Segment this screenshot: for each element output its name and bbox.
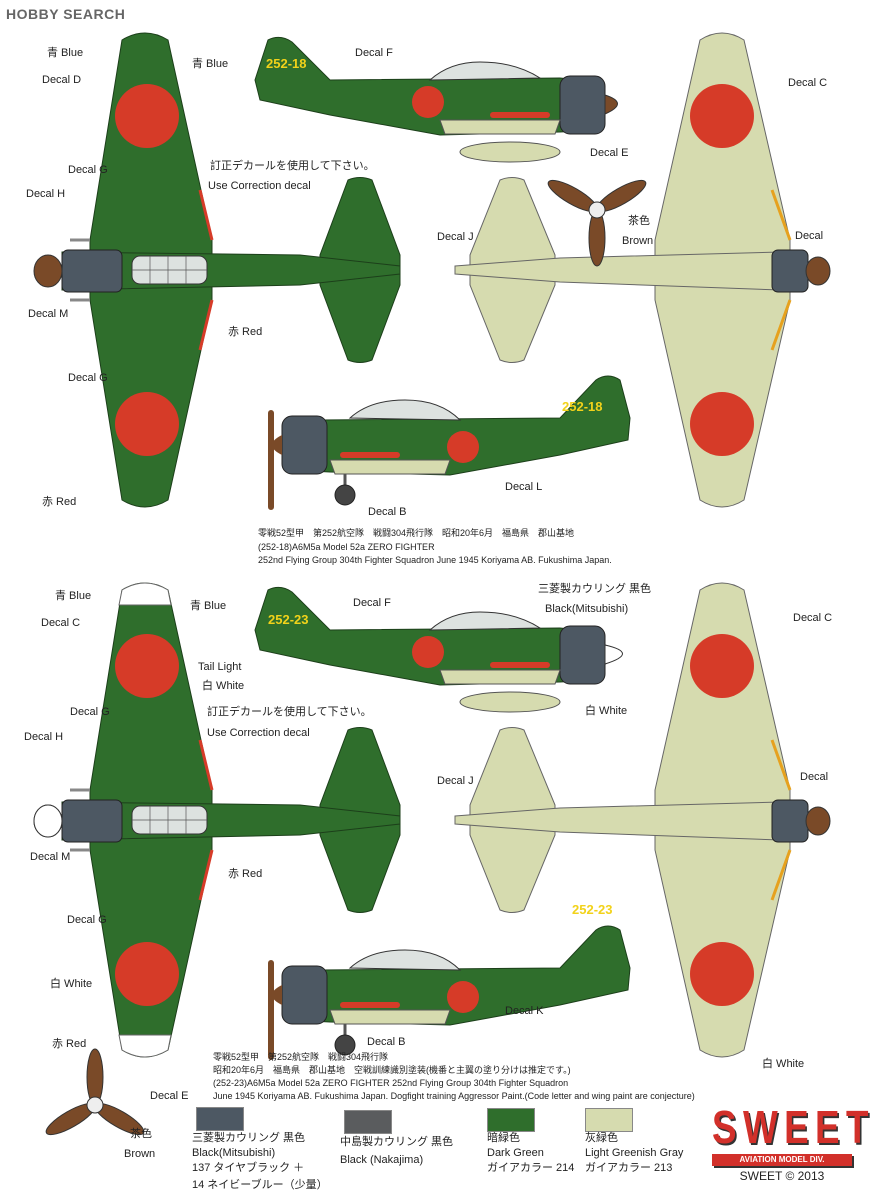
legend-text: Black(Mitsubishi) bbox=[192, 1147, 276, 1159]
aircraft-code: 252-23 bbox=[268, 612, 309, 627]
label-correction-jp: 訂正デカールを使用して下さい。 bbox=[207, 706, 372, 718]
label-decal-j: Decal J bbox=[437, 231, 474, 243]
hobby-search-logo: HOBBY SEARCH bbox=[6, 6, 126, 22]
copyright: SWEET © 2013 bbox=[739, 1169, 825, 1183]
aircraft-code: 252-18 bbox=[562, 399, 603, 414]
swatch-cowl-mitsubishi bbox=[196, 1107, 244, 1131]
brand-division: AVIATION MODEL DIV. bbox=[712, 1154, 852, 1166]
label-decal-b: Decal B bbox=[367, 1036, 406, 1048]
label-brown-jp: 茶色 bbox=[628, 215, 650, 227]
label-correction-jp: 訂正デカールを使用して下さい。 bbox=[210, 160, 375, 172]
label-decal-g: Decal G bbox=[68, 164, 108, 176]
legend-text: Black (Nakajima) bbox=[340, 1154, 424, 1166]
legend-text: 137 タイヤブラック ＋ bbox=[192, 1162, 305, 1174]
aircraft-code: 252-23 bbox=[572, 902, 613, 917]
legend-text: ガイアカラー 213 bbox=[585, 1162, 673, 1174]
label-decal-h: Decal H bbox=[24, 731, 64, 743]
label-decal-k: Decal K bbox=[505, 1005, 544, 1017]
legend-light-greenish-gray: 灰緑色 Light Greenish Gray ガイアカラー 213 bbox=[585, 1131, 683, 1176]
label-brown-en: Brown bbox=[124, 1148, 156, 1160]
label-tail-light: Tail Light bbox=[198, 661, 242, 673]
legend-text: Light Greenish Gray bbox=[585, 1147, 684, 1159]
label-red: 赤 Red bbox=[228, 868, 263, 880]
caption-line: June 1945 Koriyama AB. Fukushima Japan. … bbox=[213, 1091, 695, 1101]
label-white: 白 White bbox=[762, 1058, 805, 1070]
label-decal-l: Decal L bbox=[505, 481, 543, 493]
label-decal-g: Decal G bbox=[68, 372, 108, 384]
aircraft-code: 252-18 bbox=[266, 56, 307, 71]
label-decal-c: Decal C bbox=[788, 77, 828, 89]
label-red: 赤 Red bbox=[228, 326, 263, 338]
label-red: 赤 Red bbox=[52, 1038, 87, 1050]
propeller-2 bbox=[42, 1048, 148, 1141]
caption-line: 昭和20年6月 福島県 郡山基地 空戦訓練識別塗装(機番と主翼の塗り分けは推定で… bbox=[213, 1065, 571, 1075]
panel-2-art bbox=[32, 581, 832, 1062]
label-decal-f: Decal F bbox=[353, 597, 391, 609]
legend-text: Dark Green bbox=[487, 1147, 544, 1159]
swatch-dark-green bbox=[487, 1108, 535, 1132]
label-decal-d: Decal D bbox=[42, 74, 82, 86]
label-decal: Decal bbox=[795, 230, 824, 242]
sweet-logo: SWEET AVIATION MODEL DIV. SWEET © 2013 bbox=[712, 1100, 875, 1183]
label-brown-en: Brown bbox=[622, 235, 654, 247]
label-cowl-jp: 三菱製カウリング 黒色 bbox=[538, 583, 652, 595]
label-correction-en: Use Correction decal bbox=[207, 727, 310, 739]
brand-name: SWEET bbox=[712, 1101, 875, 1153]
legend-text: ガイアカラー 214 bbox=[487, 1162, 575, 1174]
label-decal-b: Decal B bbox=[368, 506, 407, 518]
legend-dark-green: 暗緑色 Dark Green ガイアカラー 214 bbox=[487, 1131, 574, 1176]
label-decal-m: Decal M bbox=[28, 308, 69, 320]
legend-text: 中島製カウリング 黒色 bbox=[340, 1136, 454, 1148]
label-blue: 青 Blue bbox=[55, 590, 92, 602]
label-decal-e: Decal E bbox=[590, 147, 629, 159]
label-decal-f: Decal F bbox=[355, 47, 393, 59]
caption-line: 零戦52型甲 第252航空隊 戦闘304飛行隊 bbox=[213, 1052, 389, 1062]
caption-line: 零戦52型甲 第252航空隊 戦闘304飛行隊 昭和20年6月 福島県 郡山基地 bbox=[258, 528, 575, 538]
panel-2-white-markings bbox=[33, 582, 623, 1058]
caption-line: (252-23)A6M5a Model 52a ZERO FIGHTER 252… bbox=[213, 1078, 569, 1088]
label-decal-g: Decal G bbox=[70, 706, 110, 718]
legend-text: 三菱製カウリング 黒色 bbox=[192, 1132, 306, 1144]
label-decal-c: Decal C bbox=[793, 612, 833, 624]
swatch-light-greenish-gray bbox=[585, 1108, 633, 1132]
label-cowl-en: Black(Mitsubishi) bbox=[545, 603, 629, 615]
label-red: 赤 Red bbox=[42, 496, 77, 508]
label-decal-j: Decal J bbox=[437, 775, 474, 787]
label-white: 白 White bbox=[585, 705, 628, 717]
label-decal-e: Decal E bbox=[150, 1090, 189, 1102]
panel-1-art bbox=[32, 31, 832, 512]
label-white: 白 White bbox=[202, 680, 245, 692]
label-decal-h: Decal H bbox=[26, 188, 66, 200]
swatch-cowl-nakajima bbox=[344, 1110, 392, 1134]
legend-text: 14 ネイビーブルー（少量） bbox=[192, 1179, 328, 1191]
caption-line: 252nd Flying Group 304th Fighter Squadro… bbox=[258, 555, 612, 565]
legend-text: 暗緑色 bbox=[487, 1132, 520, 1144]
label-decal-g: Decal G bbox=[67, 914, 107, 926]
legend-text: 灰緑色 bbox=[585, 1132, 618, 1144]
caption-line: (252-18)A6M5a Model 52a ZERO FIGHTER bbox=[258, 542, 435, 552]
label-brown-jp: 茶色 bbox=[130, 1128, 152, 1140]
label-decal-c: Decal C bbox=[41, 617, 81, 629]
label-decal: Decal bbox=[800, 771, 829, 783]
label-correction-en: Use Correction decal bbox=[208, 180, 311, 192]
label-blue: 青 Blue bbox=[47, 47, 84, 59]
legend-nakajima: 中島製カウリング 黒色 Black (Nakajima) bbox=[340, 1135, 453, 1168]
legend-mitsubishi: 三菱製カウリング 黒色 Black(Mitsubishi) 137 タイヤブラッ… bbox=[192, 1131, 328, 1193]
label-blue: 青 Blue bbox=[190, 600, 227, 612]
label-decal-m: Decal M bbox=[30, 851, 71, 863]
label-white: 白 White bbox=[50, 978, 93, 990]
label-blue: 青 Blue bbox=[192, 58, 229, 70]
